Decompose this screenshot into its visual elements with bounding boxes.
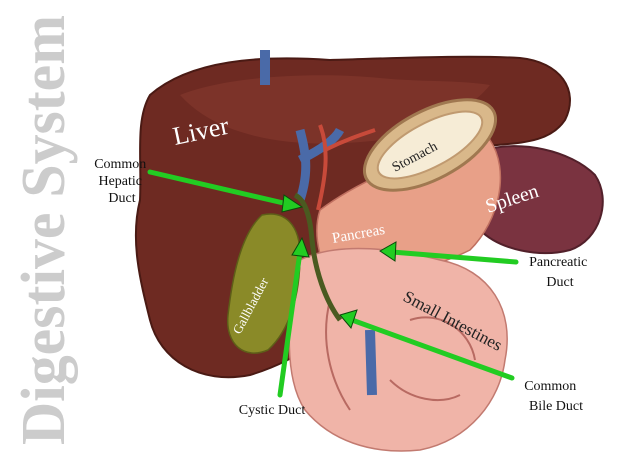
arrow-pancreatic-duct [389, 249, 519, 265]
bile-duct [293, 192, 343, 322]
callout-arrows [147, 169, 519, 398]
watermark-title: Digestive System [10, 15, 78, 445]
callout-pancreatic-duct: Pancreatic Duct [529, 255, 591, 290]
stomach [362, 98, 498, 192]
arrowhead-common-hepatic [281, 194, 304, 213]
hepatic-artery [316, 124, 376, 211]
callout-common-hepatic-duct: Common Hepatic Duct [94, 157, 150, 206]
callout-common-bile-duct: Common Bile Duct [524, 379, 583, 414]
arrow-common-hepatic-duct [147, 169, 295, 208]
arrowhead-pancreatic [379, 241, 397, 262]
arrowheads [281, 194, 397, 330]
arrowhead-common-bile [339, 309, 358, 330]
arrowhead-cystic [291, 236, 310, 258]
callout-cystic-duct: Cystic Duct [239, 403, 306, 418]
intestine-folds [325, 299, 476, 411]
arrow-cystic-duct [277, 249, 303, 398]
vena-cava [260, 50, 377, 396]
arrow-common-bile-duct [349, 317, 515, 381]
gallbladder [227, 213, 301, 354]
